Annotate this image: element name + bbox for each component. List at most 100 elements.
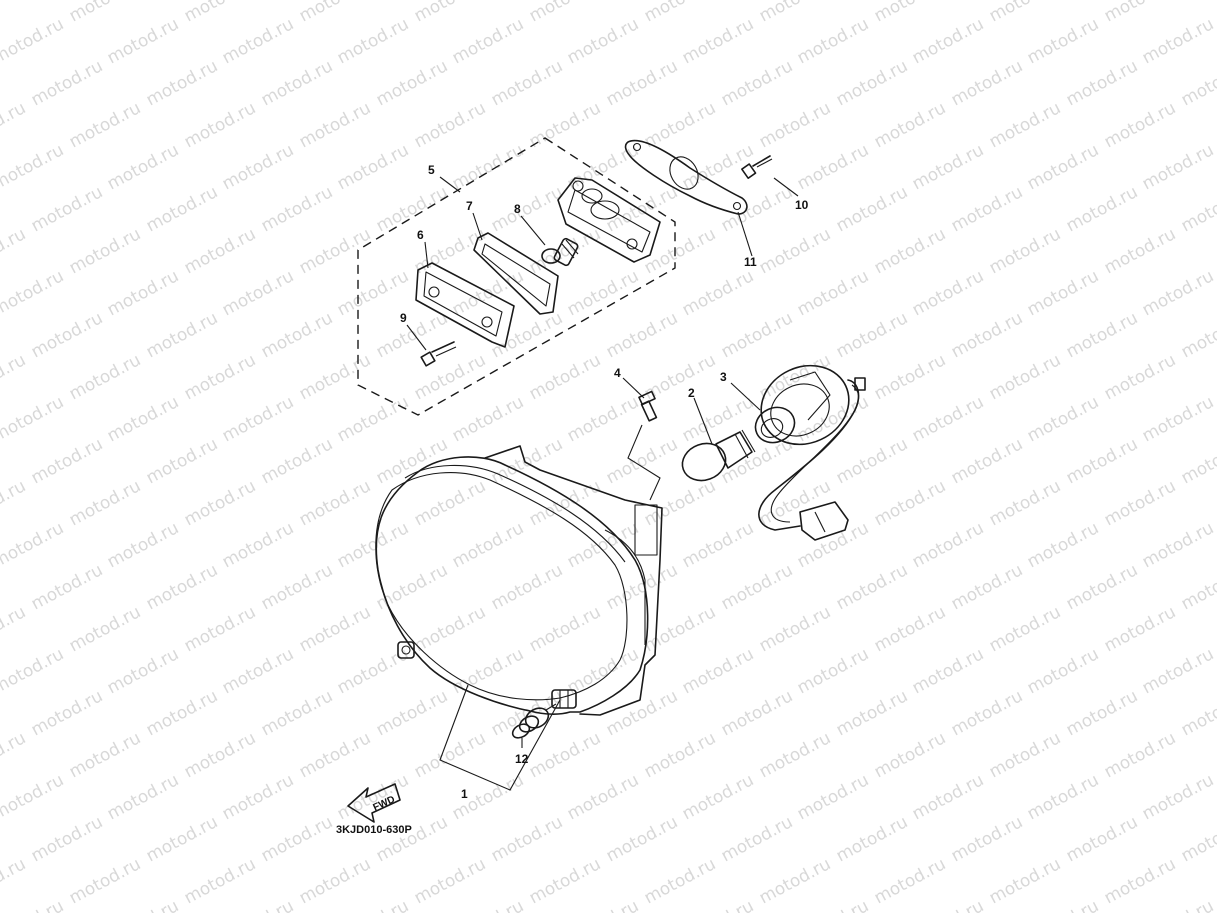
watermark-text: motod.ru — [948, 182, 1026, 236]
watermark-text: motod.ru — [641, 98, 719, 152]
watermark-text: motod.ru — [603, 434, 681, 488]
watermark-text: motod.ru — [1178, 812, 1217, 866]
watermark-text: motod.ru — [334, 896, 412, 913]
license-light-assembly-outline — [357, 137, 676, 416]
watermark-text: motod.ru — [1024, 266, 1102, 320]
callout-8: 8 — [514, 202, 521, 216]
watermark-text: motod.ru — [1024, 896, 1102, 913]
watermark-text: motod.ru — [66, 476, 144, 530]
watermark-text: motod.ru — [986, 98, 1064, 152]
callout-3: 3 — [720, 370, 727, 384]
watermark-text: motod.ru — [411, 602, 489, 656]
watermark-text: motod.ru — [0, 0, 29, 26]
watermark-text: motod.ru — [1101, 728, 1179, 782]
watermark-text: motod.ru — [1139, 644, 1217, 698]
watermark-text: motod.ru — [871, 350, 949, 404]
lens-screw-part — [420, 341, 457, 367]
watermark-text: motod.ru — [1139, 896, 1217, 913]
watermark-text: motod.ru — [104, 770, 182, 824]
watermark-text: motod.ru — [296, 602, 374, 656]
watermark-text: motod.ru — [0, 14, 67, 68]
watermark-text: motod.ru — [794, 14, 872, 68]
watermark-text: motod.ru — [679, 896, 757, 913]
watermark-text: motod.ru — [219, 140, 297, 194]
watermark-text: motod.ru — [66, 350, 144, 404]
watermark-text: motod.ru — [219, 896, 297, 913]
watermark-text: motod.ru — [756, 98, 834, 152]
license-bulb-part — [541, 237, 579, 267]
watermark-text: motod.ru — [488, 182, 566, 236]
watermark-text: motod.ru — [296, 728, 374, 782]
watermark-text: motod.ru — [219, 518, 297, 572]
watermark-text: motod.ru — [181, 350, 259, 404]
watermark-text: motod.ru — [0, 476, 29, 530]
watermark-text: motod.ru — [1178, 56, 1217, 110]
watermark-text: motod.ru — [373, 56, 451, 110]
watermark-text: motod.ru — [1024, 140, 1102, 194]
watermark-text: motod.ru — [833, 434, 911, 488]
watermark-text: motod.ru — [66, 602, 144, 656]
watermark-text: motod.ru — [909, 266, 987, 320]
watermark-text: motod.ru — [641, 728, 719, 782]
watermark-text: motod.ru — [871, 0, 949, 26]
watermark-text: motod.ru — [1063, 182, 1141, 236]
watermark-text: motod.ru — [526, 0, 604, 26]
watermark-text: motod.ru — [66, 0, 144, 26]
callout-6: 6 — [417, 228, 424, 242]
bracket-screw-part — [741, 155, 773, 180]
watermark-text: motod.ru — [1063, 560, 1141, 614]
watermark-text: motod.ru — [411, 476, 489, 530]
watermark-text: motod.ru — [181, 602, 259, 656]
watermark-text: motod.ru — [564, 770, 642, 824]
watermark-text: motod.ru — [1178, 434, 1217, 488]
callout-4: 4 — [614, 366, 621, 380]
watermark-text: motod.ru — [794, 644, 872, 698]
watermark-text: motod.ru — [1178, 308, 1217, 362]
watermark-text: motod.ru — [1101, 476, 1179, 530]
watermark-text: motod.ru — [603, 182, 681, 236]
headlight-bulb-part — [681, 429, 756, 482]
watermark-text: motod.ru — [679, 266, 757, 320]
callout-10: 10 — [795, 198, 809, 212]
watermark-text: motod.ru — [833, 560, 911, 614]
watermark-text: motod.ru — [1101, 602, 1179, 656]
callout-12: 12 — [515, 752, 529, 766]
watermark-text: motod.ru — [871, 728, 949, 782]
watermark-text: motod.ru — [718, 308, 796, 362]
watermark-text: motod.ru — [28, 56, 106, 110]
watermark-text: motod.ru — [948, 56, 1026, 110]
watermark-text: motod.ru — [986, 0, 1064, 26]
watermark-text: motod.ru — [948, 686, 1026, 740]
watermark-text: motod.ru — [488, 560, 566, 614]
watermark-text: motod.ru — [986, 224, 1064, 278]
watermark-text: motod.ru — [373, 560, 451, 614]
watermark-text: motod.ru — [0, 350, 29, 404]
watermark-text: motod.ru — [756, 728, 834, 782]
watermark-text: motod.ru — [679, 518, 757, 572]
watermark-text: motod.ru — [526, 602, 604, 656]
watermark-text: motod.ru — [871, 98, 949, 152]
watermark-text: motod.ru — [411, 854, 489, 908]
watermark-text: motod.ru — [181, 98, 259, 152]
license-lens-part — [415, 262, 515, 348]
bracket-part — [624, 139, 748, 215]
watermark-text: motod.ru — [948, 560, 1026, 614]
watermark-text: motod.ru — [986, 602, 1064, 656]
watermark-text: motod.ru — [0, 224, 29, 278]
watermark-text: motod.ru — [794, 770, 872, 824]
watermark-text: motod.ru — [718, 56, 796, 110]
watermark-text: motod.ru — [909, 644, 987, 698]
headlight-body-part — [375, 445, 663, 716]
watermark-text: motod.ru — [948, 812, 1026, 866]
watermark-text: motod.ru — [104, 392, 182, 446]
watermark-text: motod.ru — [28, 182, 106, 236]
bulb-socket-part — [754, 364, 866, 541]
watermark-text: motod.ru — [833, 56, 911, 110]
watermark-text: motod.ru — [718, 182, 796, 236]
watermark-text: motod.ru — [143, 434, 221, 488]
watermark-text: motod.ru — [66, 98, 144, 152]
watermark-text: motod.ru — [526, 350, 604, 404]
watermark-text: motod.ru — [1139, 518, 1217, 572]
watermark-text: motod.ru — [756, 350, 834, 404]
